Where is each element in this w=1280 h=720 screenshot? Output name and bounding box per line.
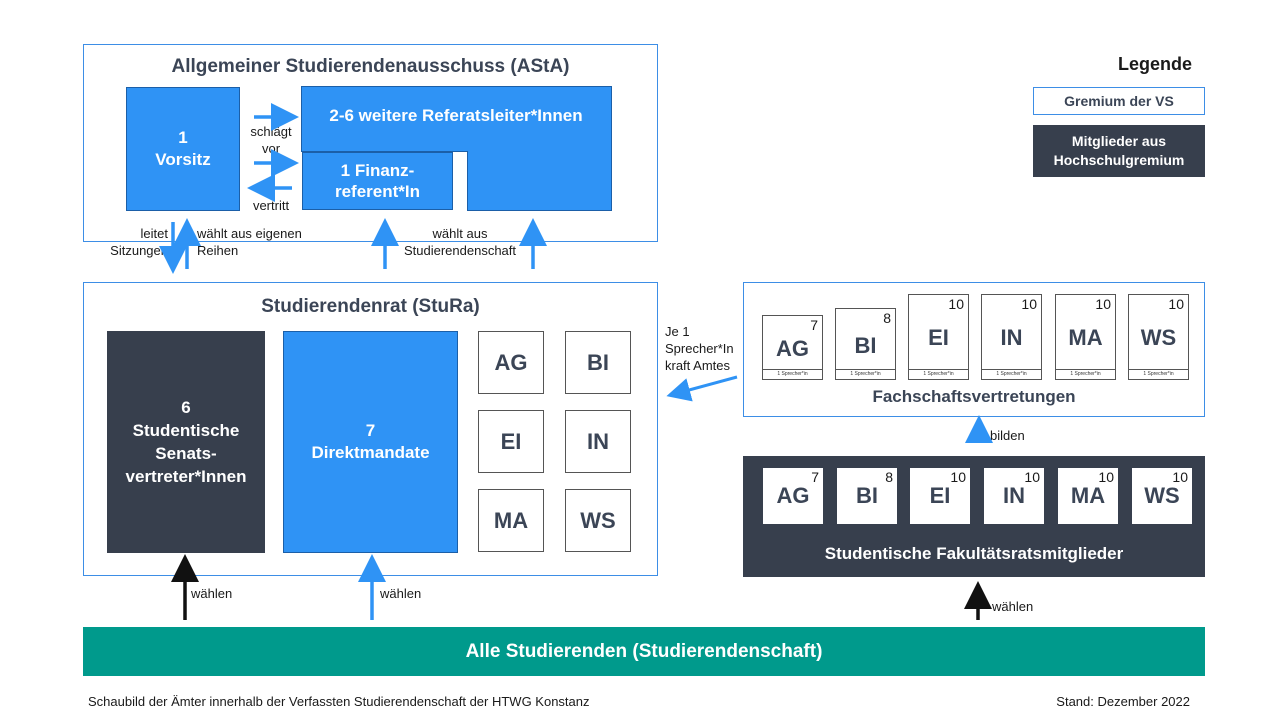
asta-title: Allgemeiner Studierendenausschuss (AStA): [171, 56, 570, 77]
fachschaft-tile-ei: 10 EI 1 Sprecher*in: [908, 294, 969, 380]
legend-mitglieder: Mitglieder aus Hochschulgremium: [1033, 125, 1205, 177]
referats-label: 2-6 weitere Referatsleiter*Innen: [329, 106, 583, 125]
fakultaet-tile-ag: 7 AG: [763, 468, 823, 524]
direkt-count: 7: [365, 421, 376, 440]
waehlen-left-label: wählen: [191, 586, 233, 601]
speaker-note-ma: 1 Sprecher*in: [1056, 369, 1115, 379]
legend-title: Legende: [1117, 54, 1192, 74]
arrow-je1-sprecher: [666, 375, 738, 402]
fakultaet-title: Studentische Fakultätsratsmitglieder: [824, 544, 1124, 563]
leitet-sitzungen-label: leitet Sitzungen: [100, 225, 168, 259]
studierendenschaft-text: Studierendenschaft: [403, 243, 517, 258]
vorsitz-label: Vorsitz: [155, 150, 211, 169]
fachschaft-tile-ws: 10 WS 1 Sprecher*in: [1128, 294, 1189, 380]
footer-caption: Schaubild der Ämter innerhalb der Verfas…: [88, 694, 590, 709]
fachschaft-count-bi: 8: [883, 310, 891, 326]
je1-sprecher-label: Je 1 Sprecher*In kraft Amtes: [665, 323, 755, 374]
fachschaft-count-ei: 10: [948, 296, 964, 312]
speaker-note-ws: 1 Sprecher*in: [1129, 369, 1188, 379]
senat-label-1: Studentische: [132, 421, 240, 440]
sitzungen-text: Sitzungen: [110, 243, 168, 258]
stura-title: Studierendenrat (StuRa): [261, 296, 480, 317]
waehlt-eigene-label: wählt aus eigenen Reihen: [197, 225, 327, 259]
alle-studierenden-bar: Alle Studierenden (Studierendenschaft): [83, 627, 1205, 676]
fakultaet-count-in: 10: [1024, 469, 1040, 485]
fachschaft-tile-in: 10 IN 1 Sprecher*in: [981, 294, 1042, 380]
fakultaet-tile-bi: 8 BI: [837, 468, 897, 524]
footer-stand: Stand: Dezember 2022: [1056, 694, 1190, 709]
fachschaft-tile-ag: 7 AG 1 Sprecher*in: [762, 315, 823, 380]
fachschaft-label-bi: BI: [854, 333, 877, 358]
fachschaft-count-ag: 7: [810, 317, 818, 333]
fachschaft-title: Fachschaftsvertretungen: [872, 387, 1076, 406]
fachschaft-label-ei: EI: [928, 325, 949, 350]
stura-faculty-bi: BI: [565, 331, 631, 394]
senat-label-2: Senats-: [155, 444, 217, 463]
waehlt-aus-label: wählt aus Studierendenschaft: [390, 225, 530, 259]
fachschaft-label-ws: WS: [1140, 325, 1177, 350]
direkt-label: Direktmandate: [311, 443, 430, 462]
je1-text: Je 1: [665, 324, 690, 339]
fakultaet-tile-ma: 10 MA: [1058, 468, 1118, 524]
fachschaft-label-ag: AG: [776, 336, 809, 361]
bilden-label: bilden: [990, 428, 1025, 443]
senat-box: 6 Studentische Senats- vertreter*Innen: [107, 331, 265, 553]
fakultaet-count-bi: 8: [885, 469, 893, 485]
fachschaft-tile-bi: 8 BI 1 Sprecher*in: [835, 308, 896, 380]
fachschaft-count-in: 10: [1021, 296, 1037, 312]
fakultaet-count-ag: 7: [811, 469, 819, 485]
stura-faculty-ws: WS: [565, 489, 631, 552]
legend-gremium: Gremium der VS: [1033, 87, 1205, 115]
fakultaet-label-ag: AG: [776, 483, 810, 508]
legend-mitglieder-2: Hochschulgremium: [1053, 152, 1185, 168]
fakultaet-tile-in: 10 IN: [984, 468, 1044, 524]
speaker-note-ag: 1 Sprecher*in: [763, 369, 822, 379]
fakultaet-label-ei: EI: [929, 483, 951, 508]
stura-faculty-ma: MA: [478, 489, 544, 552]
stura-faculty-ag: AG: [478, 331, 544, 394]
referats-box: [301, 86, 612, 211]
stura-faculty-ei: EI: [478, 410, 544, 473]
vorsitz-box: 1 Vorsitz: [126, 87, 240, 211]
fakultaet-count-ws: 10: [1172, 469, 1188, 485]
fachschaft-count-ma: 10: [1095, 296, 1111, 312]
fakultaet-label-in: IN: [1003, 483, 1025, 508]
fachschaft-label-ma: MA: [1068, 325, 1103, 350]
fachschaft-label-in: IN: [1000, 325, 1023, 350]
speaker-note-bi: 1 Sprecher*in: [836, 369, 895, 379]
kraft-amtes-text: kraft Amtes: [665, 358, 731, 373]
speaker-note-in: 1 Sprecher*in: [982, 369, 1041, 379]
speaker-note-ei: 1 Sprecher*in: [909, 369, 968, 379]
waehlen-mid-label: wählen: [380, 586, 422, 601]
stura-faculty-in: IN: [565, 410, 631, 473]
leitet-text: leitet: [140, 226, 168, 241]
senat-count: 6: [181, 398, 191, 417]
fachschaft-count-ws: 10: [1168, 296, 1184, 312]
waehlt-aus-text: wählt aus: [432, 226, 488, 241]
fakultaet-tile-ws: 10 WS: [1132, 468, 1192, 524]
fachschaft-tile-ma: 10 MA 1 Sprecher*in: [1055, 294, 1116, 380]
direktmandate-box: 7 Direktmandate: [283, 331, 458, 553]
fakultaet-label-bi: BI: [856, 483, 878, 508]
finanz-box: 1 Finanz- referent*In: [302, 152, 453, 210]
reihen-text: Reihen: [197, 243, 239, 258]
fakultaet-label-ma: MA: [1070, 483, 1106, 508]
waehlt-eigene-text: wählt aus eigenen: [197, 226, 302, 241]
waehlen-right-label: wählen: [992, 599, 1034, 614]
vorsitz-count: 1: [178, 128, 188, 147]
fakultaet-count-ma: 10: [1098, 469, 1114, 485]
sprecher-text: Sprecher*In: [665, 341, 734, 356]
fakultaet-label-ws: WS: [1144, 483, 1180, 508]
finanz-label-2: referent*In: [334, 182, 421, 201]
fakultaet-tile-ei: 10 EI: [910, 468, 970, 524]
senat-label-3: vertreter*Innen: [125, 467, 247, 486]
fakultaet-count-ei: 10: [950, 469, 966, 485]
legend-mitglieder-1: Mitglieder aus: [1071, 133, 1167, 149]
finanz-label-1: 1 Finanz-: [340, 161, 415, 180]
